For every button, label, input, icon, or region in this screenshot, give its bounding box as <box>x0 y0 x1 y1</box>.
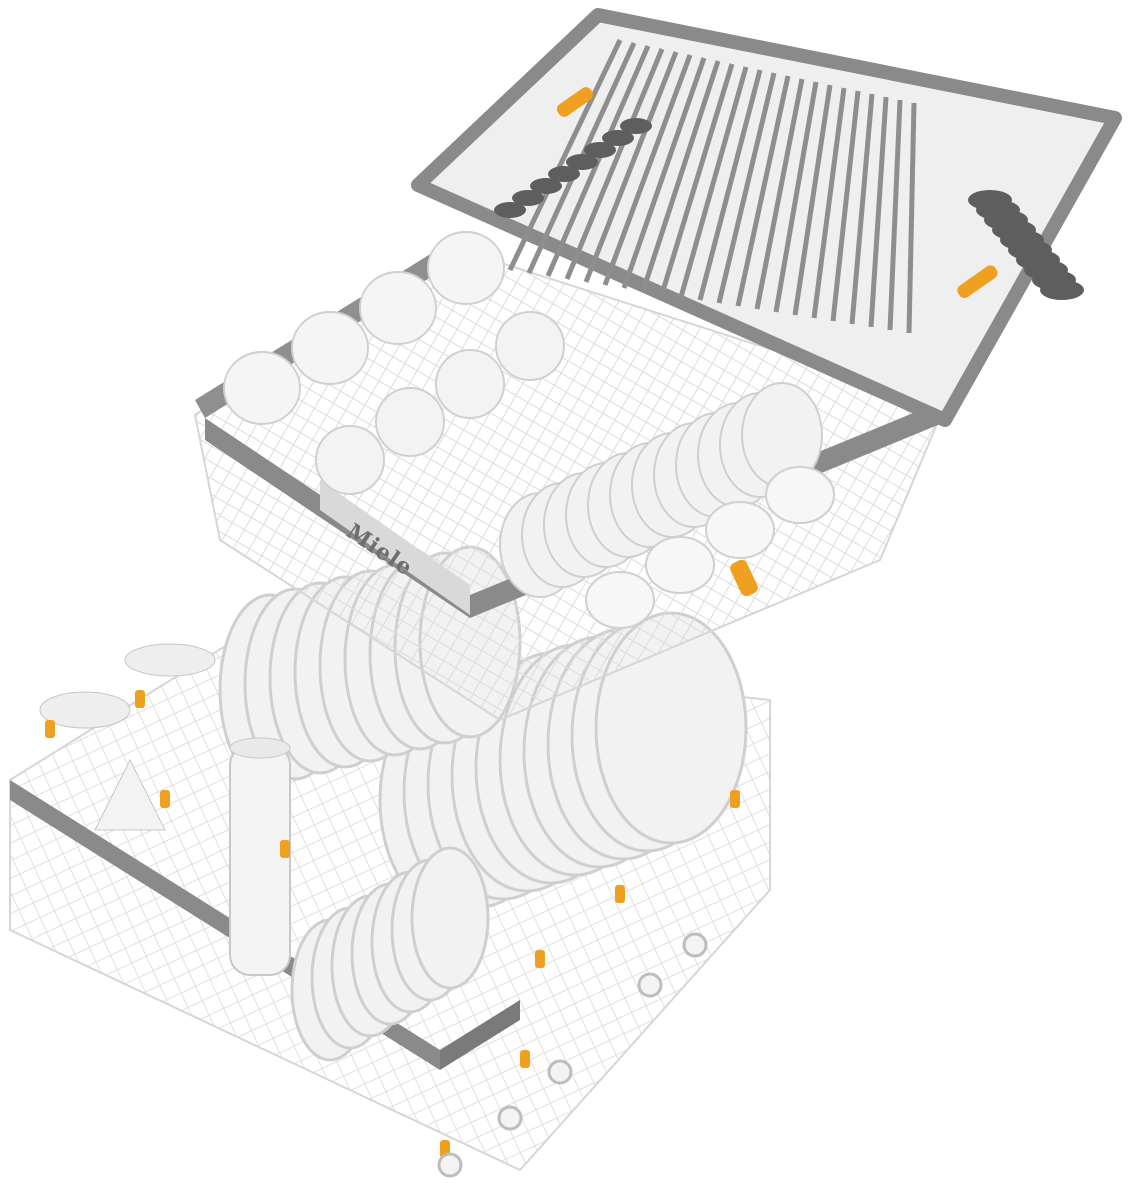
rack-clip <box>135 690 145 708</box>
cutlery-slot <box>602 54 693 286</box>
rack-handle <box>730 559 758 597</box>
cup <box>223 351 301 425</box>
cutlery-slot <box>678 66 749 298</box>
mug <box>645 536 715 594</box>
cutlery-slot <box>621 57 707 289</box>
cup <box>427 231 505 305</box>
tray-handle <box>556 87 594 117</box>
basket-wheel <box>637 972 663 998</box>
small-plates-stack <box>290 846 490 1062</box>
cutlery-slot <box>849 93 875 325</box>
basket-wheel <box>437 1152 463 1178</box>
wine-glass <box>39 643 216 831</box>
spoon <box>494 202 526 218</box>
cup <box>315 425 385 495</box>
spoon <box>548 166 580 182</box>
cutlery-slot <box>811 87 847 319</box>
cutlery-slot <box>583 51 679 283</box>
mug <box>765 466 835 524</box>
cutlery-slot <box>773 81 819 313</box>
cutlery-slot <box>792 84 833 316</box>
cutlery-slot <box>564 48 665 280</box>
basket-wheel <box>497 1105 523 1131</box>
cutlery-slot <box>868 96 889 328</box>
plate <box>410 846 490 990</box>
rack-clip <box>520 1050 530 1068</box>
rack-clip <box>280 840 290 858</box>
spoon <box>620 118 652 134</box>
cutlery-slot <box>887 99 903 331</box>
mug <box>585 571 655 629</box>
spoon <box>512 190 544 206</box>
upper-basket: Miele <box>193 231 950 722</box>
spoon <box>1040 280 1084 300</box>
cutlery-slot <box>735 75 791 307</box>
spoon <box>530 178 562 194</box>
dessert-plates <box>499 382 823 598</box>
tray-handle <box>957 265 998 298</box>
spoon <box>566 154 598 170</box>
cups <box>223 231 565 495</box>
mug <box>705 501 775 559</box>
cutlery-slot <box>754 78 805 310</box>
cup <box>375 387 445 457</box>
mugs <box>585 466 835 629</box>
basket-wheel <box>547 1059 573 1085</box>
logo-plate <box>320 480 470 615</box>
basket-wheel <box>682 932 708 958</box>
cutlery-slot <box>697 69 763 301</box>
cup <box>495 311 565 381</box>
cup <box>435 349 505 419</box>
cutlery-slot <box>659 63 735 295</box>
rack-clip <box>45 720 55 738</box>
cutlery-items <box>494 38 1084 334</box>
cutlery-slot <box>906 102 917 334</box>
cup <box>291 311 369 385</box>
cutlery-slot <box>640 60 721 292</box>
cup <box>359 271 437 345</box>
rack-clip <box>615 885 625 903</box>
glass-carafe <box>229 744 291 976</box>
cutlery-slot <box>830 90 861 322</box>
cutlery-slot <box>716 72 777 304</box>
spoon <box>584 142 616 158</box>
spoon <box>602 130 634 146</box>
cutlery-slot <box>545 45 651 277</box>
rack-clip <box>160 790 170 808</box>
rack-clip <box>730 790 740 808</box>
rack-clip <box>535 950 545 968</box>
cutlery-tray <box>411 8 1122 427</box>
cutlery-slot <box>507 38 623 272</box>
